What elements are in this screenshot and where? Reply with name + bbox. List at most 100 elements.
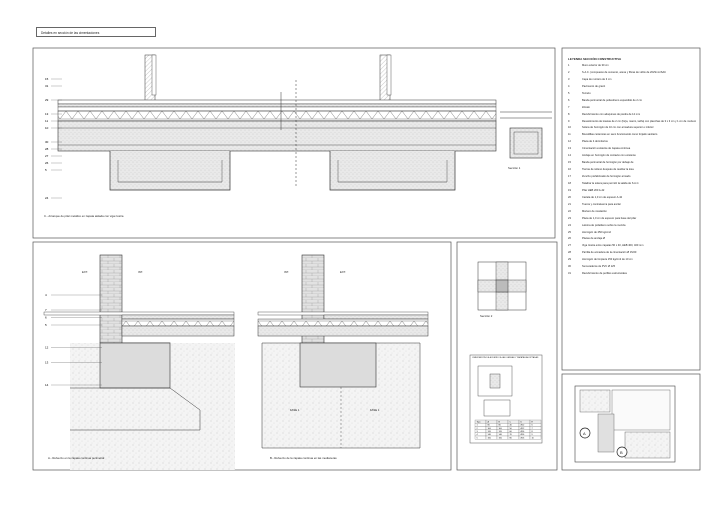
table-cell: 160 <box>488 437 492 439</box>
legend-item-number: 4 <box>568 84 570 88</box>
table-cell: 160 <box>499 437 503 439</box>
legend-item-number: 22 <box>568 209 571 213</box>
legend-item: 10 Solera de hormigón de 10 cm con armadu… <box>568 126 698 129</box>
label-ext-1: EXT. <box>82 270 88 274</box>
legend-item-text: Zuncho prefabricado de hormigón armado <box>582 175 631 178</box>
table-cell: 3 <box>477 431 479 433</box>
table-cell: 140 <box>488 434 492 436</box>
table-cell: 80 <box>510 437 513 439</box>
callout-number: 27 <box>45 154 49 158</box>
legend-item-number: 12 <box>568 140 571 144</box>
legend-item-text: Solera de hormigón de 10 cm con armadura… <box>582 126 654 130</box>
legend-item-text: Viga riostra entre zapatas 50 x 40, HEB … <box>582 244 644 248</box>
table-cell: 60 <box>510 431 513 433</box>
legend-item-text: Lámina de polietileno sobre la mezcla <box>582 223 626 227</box>
table-cell: 80 <box>488 425 491 427</box>
table-cell: Ø12 <box>521 425 526 427</box>
legend-item-number: 11 <box>568 133 571 137</box>
legend-item-text: Bovedillas cerámicas en seco funcionando… <box>582 133 658 137</box>
callout-number: 4 <box>45 293 47 297</box>
callout-number: 31 <box>45 84 49 88</box>
legend-item: 7 Zócalo <box>568 106 698 109</box>
legend-item-text: Zócalo <box>582 105 590 109</box>
legend-item-text: Banda perimetral de poliestireno expandi… <box>582 98 642 102</box>
legend-item-text: Tuerca y contratuerca para anclar <box>582 202 621 206</box>
caption-a: A.- Refuerzo en la zapata continua perim… <box>48 456 105 460</box>
legend-item-number: 31 <box>568 272 571 276</box>
table-cell: Ø16 <box>521 434 526 436</box>
label-ext-2: EXT. <box>340 270 346 274</box>
legend-item-text: Banda perimetral de hormigón por debajo … <box>582 161 634 165</box>
table-cell: 6 <box>532 425 534 427</box>
legend-item-number: 27 <box>568 244 571 248</box>
legend-item-number: 7 <box>568 105 570 109</box>
legend-item-number: 8 <box>568 112 570 116</box>
table-cell: A <box>488 420 490 423</box>
callout-number: 28 <box>45 147 49 151</box>
legend-item-number: 18 <box>568 181 571 185</box>
legend-item-number: 9 <box>568 119 570 123</box>
panel-legend <box>561 47 701 371</box>
table-cell: 7 <box>532 428 534 430</box>
legend-item-text: S.A.C. (compuesto de cemento, arena y fi… <box>582 70 667 74</box>
key-plan <box>574 385 676 463</box>
legend-item: 8 Recubrimiento con adoquines de piedra d… <box>568 113 698 116</box>
legend-item-text: Pilar HEB 200 A-42 <box>582 188 605 192</box>
legend-item-text: Pavimento de granit <box>582 84 606 88</box>
callout-number: 11 <box>45 119 48 123</box>
legend-item-number: 10 <box>568 126 571 130</box>
legend-item-text: Cimentación existente de zapata continua <box>582 147 631 151</box>
legend-item-text: Placas de anclaje Ø <box>582 237 606 241</box>
legend-item: 4 Pavimento de granit <box>568 85 698 88</box>
legend-item-text: Capa de mortero de 3 cm <box>582 77 612 81</box>
table-cell: 1 <box>477 425 479 427</box>
legend-item: 12 Placa de 4 dormitorios <box>568 140 698 143</box>
table-cell: 2 <box>477 428 479 430</box>
table-cell: E <box>532 421 534 423</box>
legend-item: 22 Mortero de nivelación <box>568 210 698 213</box>
legend-item-text: Mortero de nivelación <box>582 209 607 213</box>
table-cell: 4 <box>477 434 479 436</box>
legend-item-text: Recubrimiento con adoquines de piedra de… <box>582 112 641 116</box>
legend-item-number: 23 <box>568 216 571 220</box>
legend-item-text: Placa de 4 dormitorios <box>582 140 608 144</box>
legend-item-number: 16 <box>568 168 571 172</box>
table-cell: 140 <box>499 434 503 436</box>
callout-number: 30 <box>45 140 49 144</box>
table-cell: Ø16 <box>521 437 526 439</box>
legend-item: 6 Banda perimetral de poliestireno expand… <box>568 99 698 102</box>
legend-item-text: Taladrar la solera para permitir la sali… <box>582 181 640 185</box>
callout-number: 15 <box>45 77 49 81</box>
label-fase-1b: FASE 1 <box>370 408 380 412</box>
legend-item-text: Hormigón de 250 kg/cm2 <box>582 230 611 234</box>
table-cell: 70 <box>510 434 513 436</box>
callout-number: 5 <box>45 168 47 172</box>
table-cell: Ø16 <box>521 431 526 433</box>
table-cell: 9 <box>532 434 534 436</box>
top-section-detail <box>57 54 552 191</box>
caption-section-1: Sección 1 <box>508 166 521 170</box>
callout-number: 24 <box>45 196 49 200</box>
table-cell: Ø12 <box>521 428 526 430</box>
table-cell: D <box>521 421 523 423</box>
legend-item-number: 6 <box>568 98 570 102</box>
panel-keyplan <box>561 373 701 471</box>
table-cell: 50 <box>510 428 513 430</box>
